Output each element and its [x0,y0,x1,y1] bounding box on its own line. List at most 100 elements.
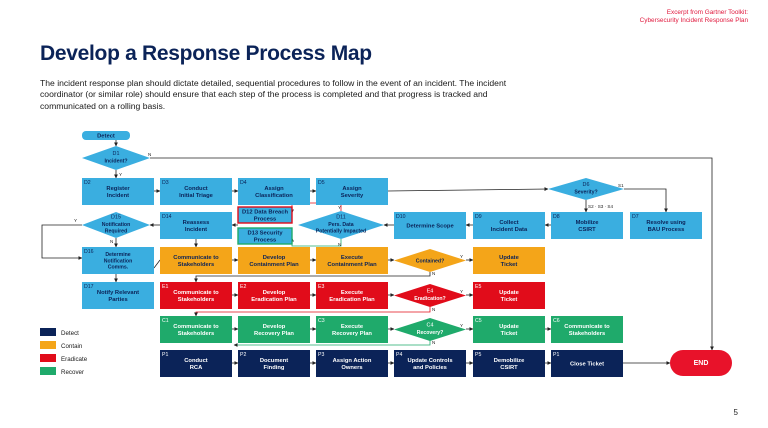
node-shape [82,178,154,205]
node-code: D14 [162,214,172,220]
node-shape [394,249,466,272]
legend-label-recover: Recover [61,369,84,376]
node-label: Incident Data [491,227,528,233]
node-label: END [694,360,709,367]
edge-label-notification-no: N [110,239,113,244]
node-label: Stakeholders [178,331,214,337]
connector [290,237,342,247]
legend-swatch-recover [40,367,56,375]
node-shape [82,247,154,274]
node-label: Collect [499,220,518,226]
node-shape [82,146,150,170]
node-code: D2 [84,180,91,186]
node-code: D1 [113,151,120,157]
node-label: Eradication? [414,296,445,302]
edge-label-severity-s1: S1 [618,183,624,188]
node-label: Potentially Impacted [316,228,366,234]
connector [233,341,431,347]
node-label: Initial Triage [179,193,214,199]
edge-label-eradication-no: N [432,307,435,312]
node-label: Update [499,255,519,261]
node-label: Eradication Plan [329,297,375,303]
node-shape [473,282,545,309]
edge-label-eradication-yes: Y [460,289,463,294]
legend-label-detect: Detect [61,330,79,337]
node-code: D4 [240,180,247,186]
node-code: D10 [396,214,406,220]
node-label: Notification [104,258,133,264]
node-shape [82,212,150,238]
node-label: Incident [107,193,129,199]
node-shape [473,247,545,274]
node-code: C3 [318,318,325,324]
legend-swatch-detect [40,328,56,336]
node-label: Execute [341,290,364,296]
node-label: Incident? [104,158,127,164]
connector [41,224,83,260]
node-label: Update [499,290,519,296]
node-code: D15 [111,215,121,221]
node-label: BAU Process [648,227,685,233]
edge-label-severity-other: S2 · S3 · S4 [588,204,613,209]
node-label: Communicate to [564,324,610,330]
node-label: Communicate to [173,290,219,296]
connector [153,259,161,269]
node-label: Document [260,358,288,364]
connector [387,187,549,192]
source-line-2: Cybersecurity Incident Response Plan [639,17,748,24]
node-shape [238,282,310,309]
node-label: Reassess [183,220,210,226]
node-code: E5 [475,284,481,290]
node-code: P2 [240,352,246,358]
node-shape [316,350,388,377]
node-label: CSIRT [578,227,596,233]
node-label: Containment Plan [327,262,377,268]
node-label: Process [254,216,277,222]
node-label: Mobilize [576,220,600,226]
node-label: Notification [102,222,131,228]
node-shape [394,212,466,239]
node-label: Update Controls [407,358,452,364]
node-code: P1 [162,352,168,358]
connector [150,157,714,351]
node-shape [160,178,232,205]
node-code: P1 [553,352,559,358]
node-shape [394,318,466,341]
node-label: Stakeholders [178,262,214,268]
node-label: Determine Scope [406,224,454,230]
edge-label-notification-yes: Y [74,218,77,223]
node-shape [316,316,388,343]
node-code: E2 [240,284,246,290]
node-shape [473,212,545,239]
node-shape [316,247,388,274]
node-label: Close Ticket [570,362,604,368]
node-label: D13 Security [247,231,283,237]
node-label: Resolve using [646,220,686,226]
node-shape [82,131,130,140]
node-code: P4 [396,352,402,358]
node-label: Recovery? [417,330,444,336]
node-label: Containment Plan [249,262,299,268]
node-shape [316,282,388,309]
node-label: Pers. Data [328,222,353,228]
edge-label-recovery-no: N [432,340,435,345]
node-shape [394,350,466,377]
